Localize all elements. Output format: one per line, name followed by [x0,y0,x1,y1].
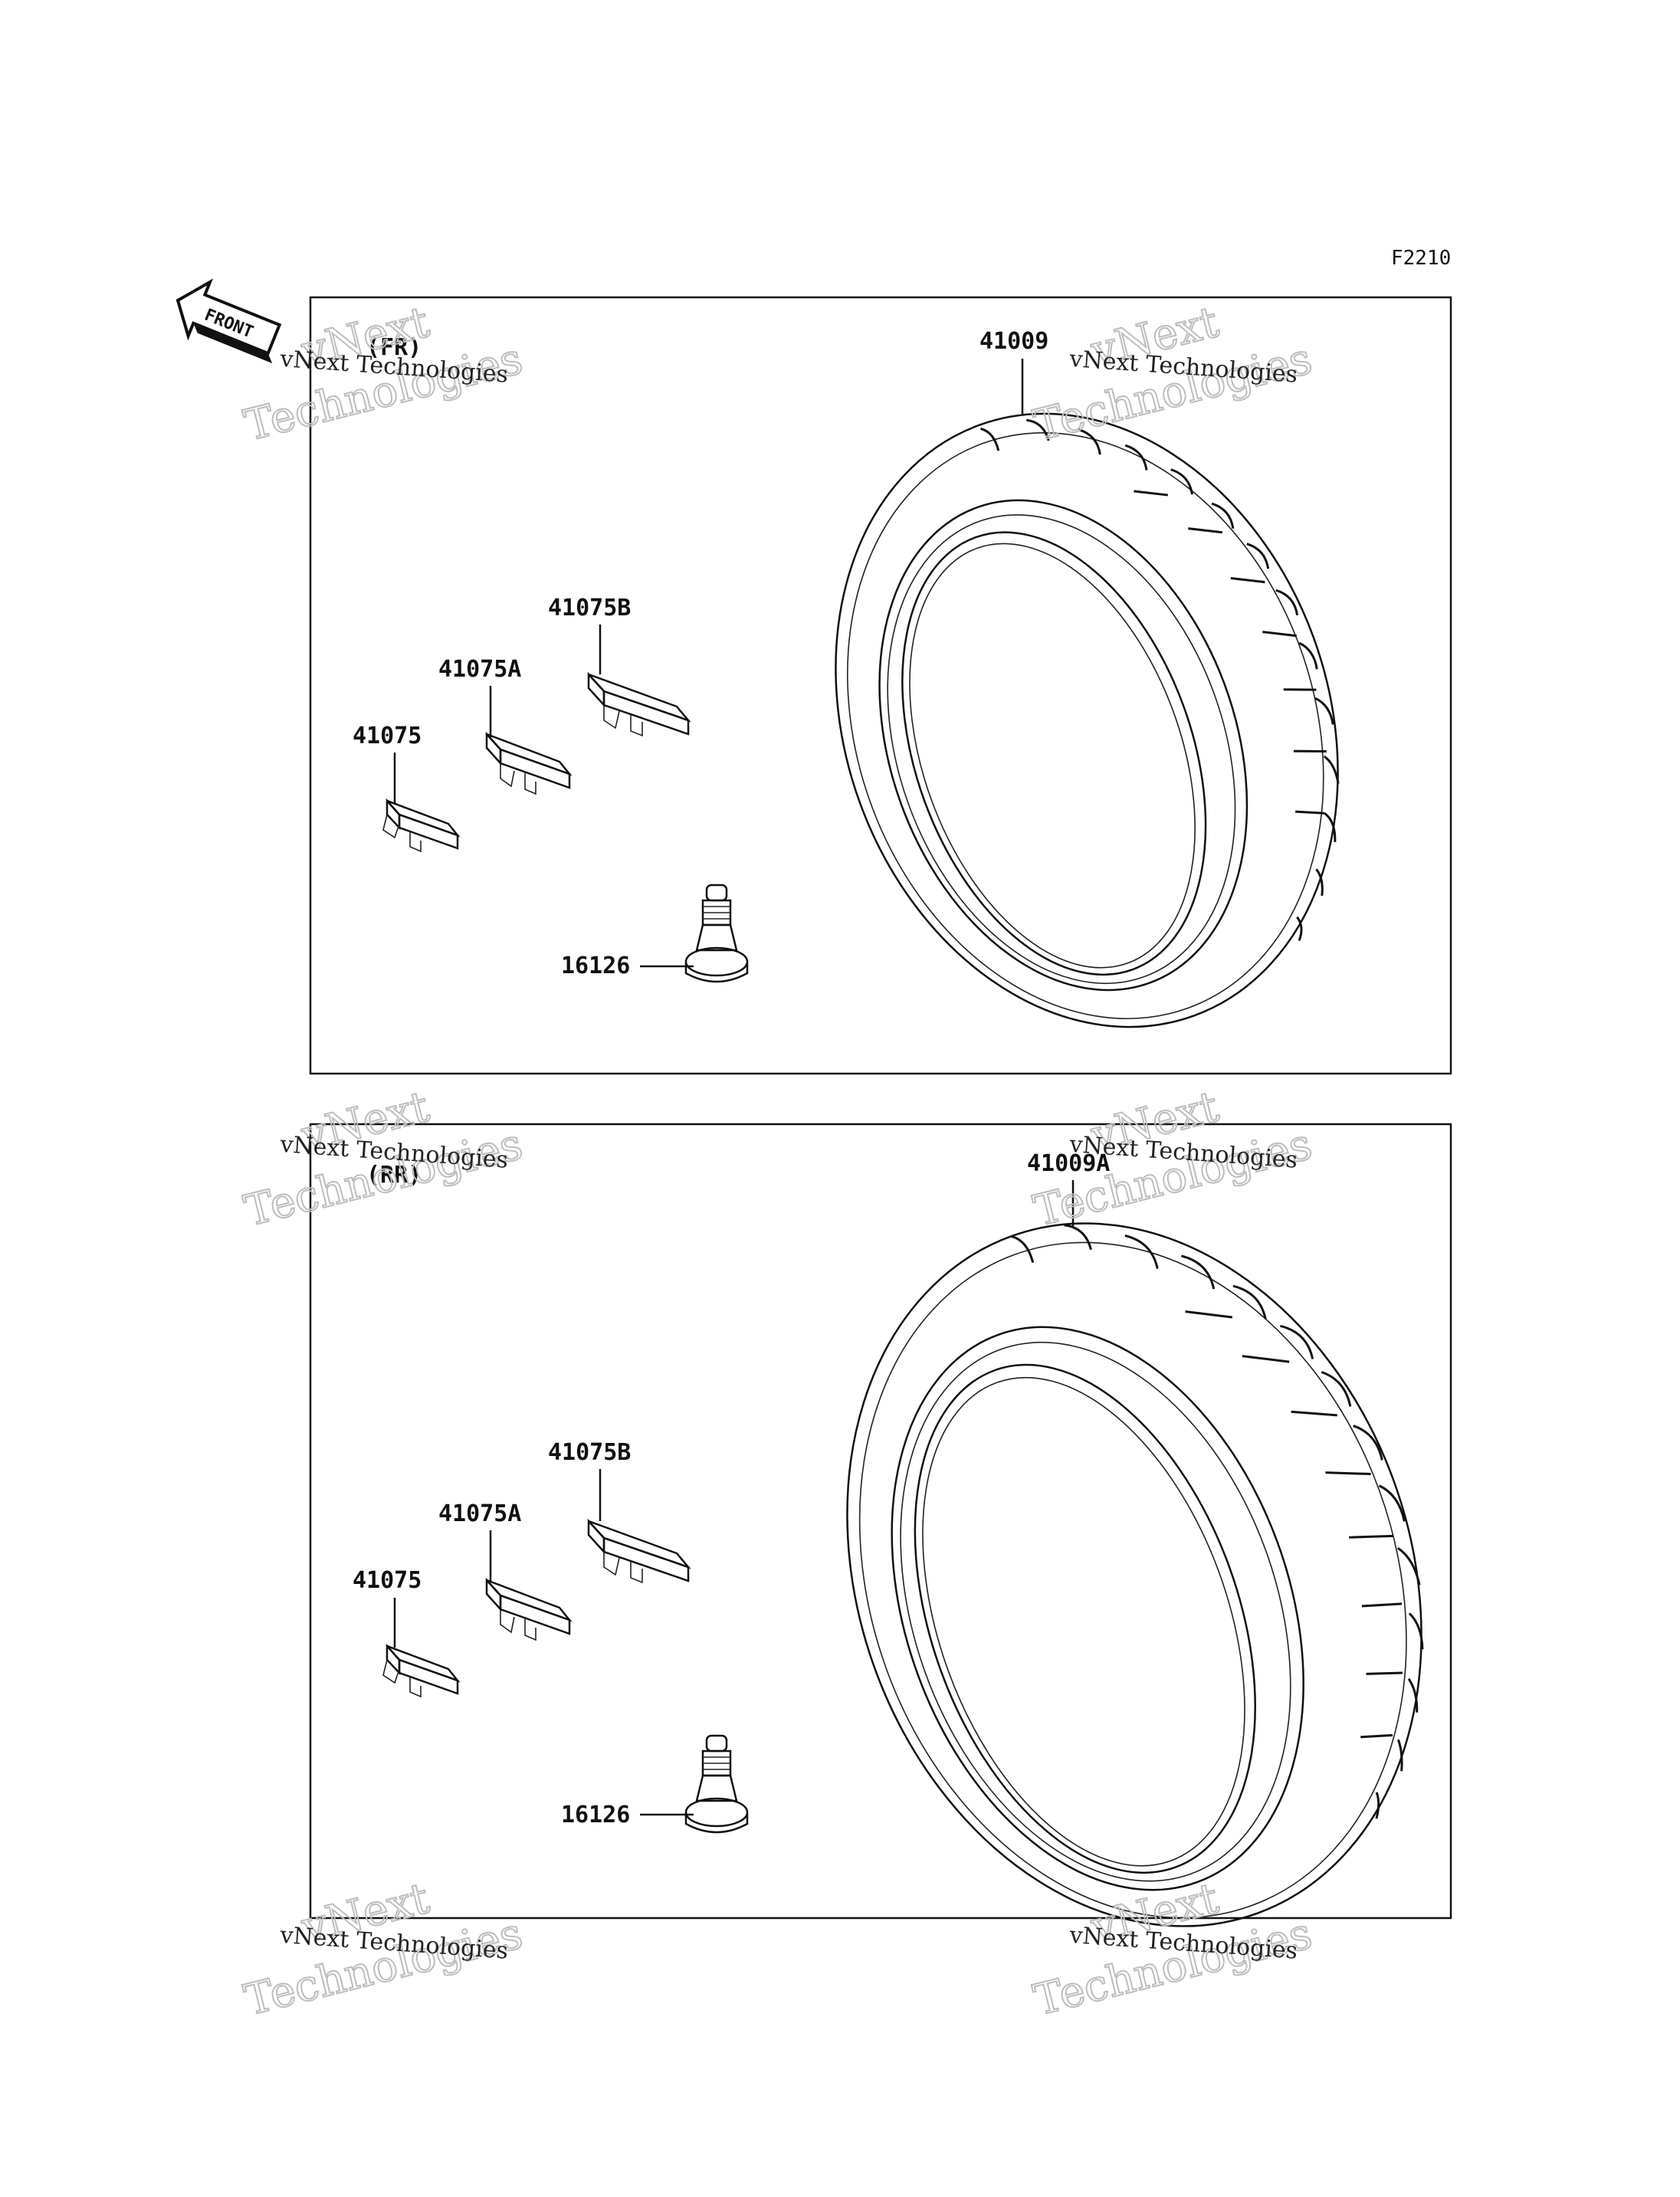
front-valve-label: 16126 [561,953,630,979]
figure-ref: F2210 [1391,247,1451,270]
watermark: vNext Technologies vNext Technologies [1029,297,1317,452]
rear-weight-a [485,1577,573,1641]
rear-weight-b [587,1518,691,1584]
rear-weight-label: 41075 [353,1567,422,1594]
watermark: vNext Technologies vNext Technologies [239,1873,528,2027]
front-weight-a [485,731,573,795]
front-tire-label: 41009 [979,328,1048,355]
front-weight [382,798,461,853]
watermark: vNext Technologies vNext Technologies [1029,1873,1317,2027]
rear-valve-label: 16126 [561,1802,630,1828]
rear-weight [382,1643,461,1698]
watermark: vNext Technologies vNext Technologies [239,297,528,452]
rear-weight-b-label: 41075B [548,1439,631,1466]
rear-tire-label: 41009A [1027,1150,1110,1177]
front-arrow-icon: FRONT [176,278,282,364]
rear-tire [846,1222,1424,1927]
watermark: vNext Technologies vNext Technologies [239,1081,528,1238]
front-weight-a-label: 41075A [438,656,521,683]
front-valve [684,884,749,983]
front-weight-label: 41075 [353,723,422,749]
front-weight-b-label: 41075B [548,595,631,621]
panel-rear-frame [309,1123,1452,1920]
rear-valve [684,1734,749,1834]
front-tire [835,412,1340,1028]
panel-front-section-label: (FR) [366,334,422,361]
panel-rear-section-label: (RR) [366,1162,422,1189]
front-weight-b [587,671,691,737]
panel-front: (FR) 41009 [309,296,1452,1075]
panel-front-frame [309,296,1452,1075]
watermarks: vNext Technologies vNext Technologies vN… [239,297,1317,2027]
panel-rear: (RR) 41009A [309,1123,1452,1927]
rear-weight-a-label: 41075A [438,1500,521,1527]
